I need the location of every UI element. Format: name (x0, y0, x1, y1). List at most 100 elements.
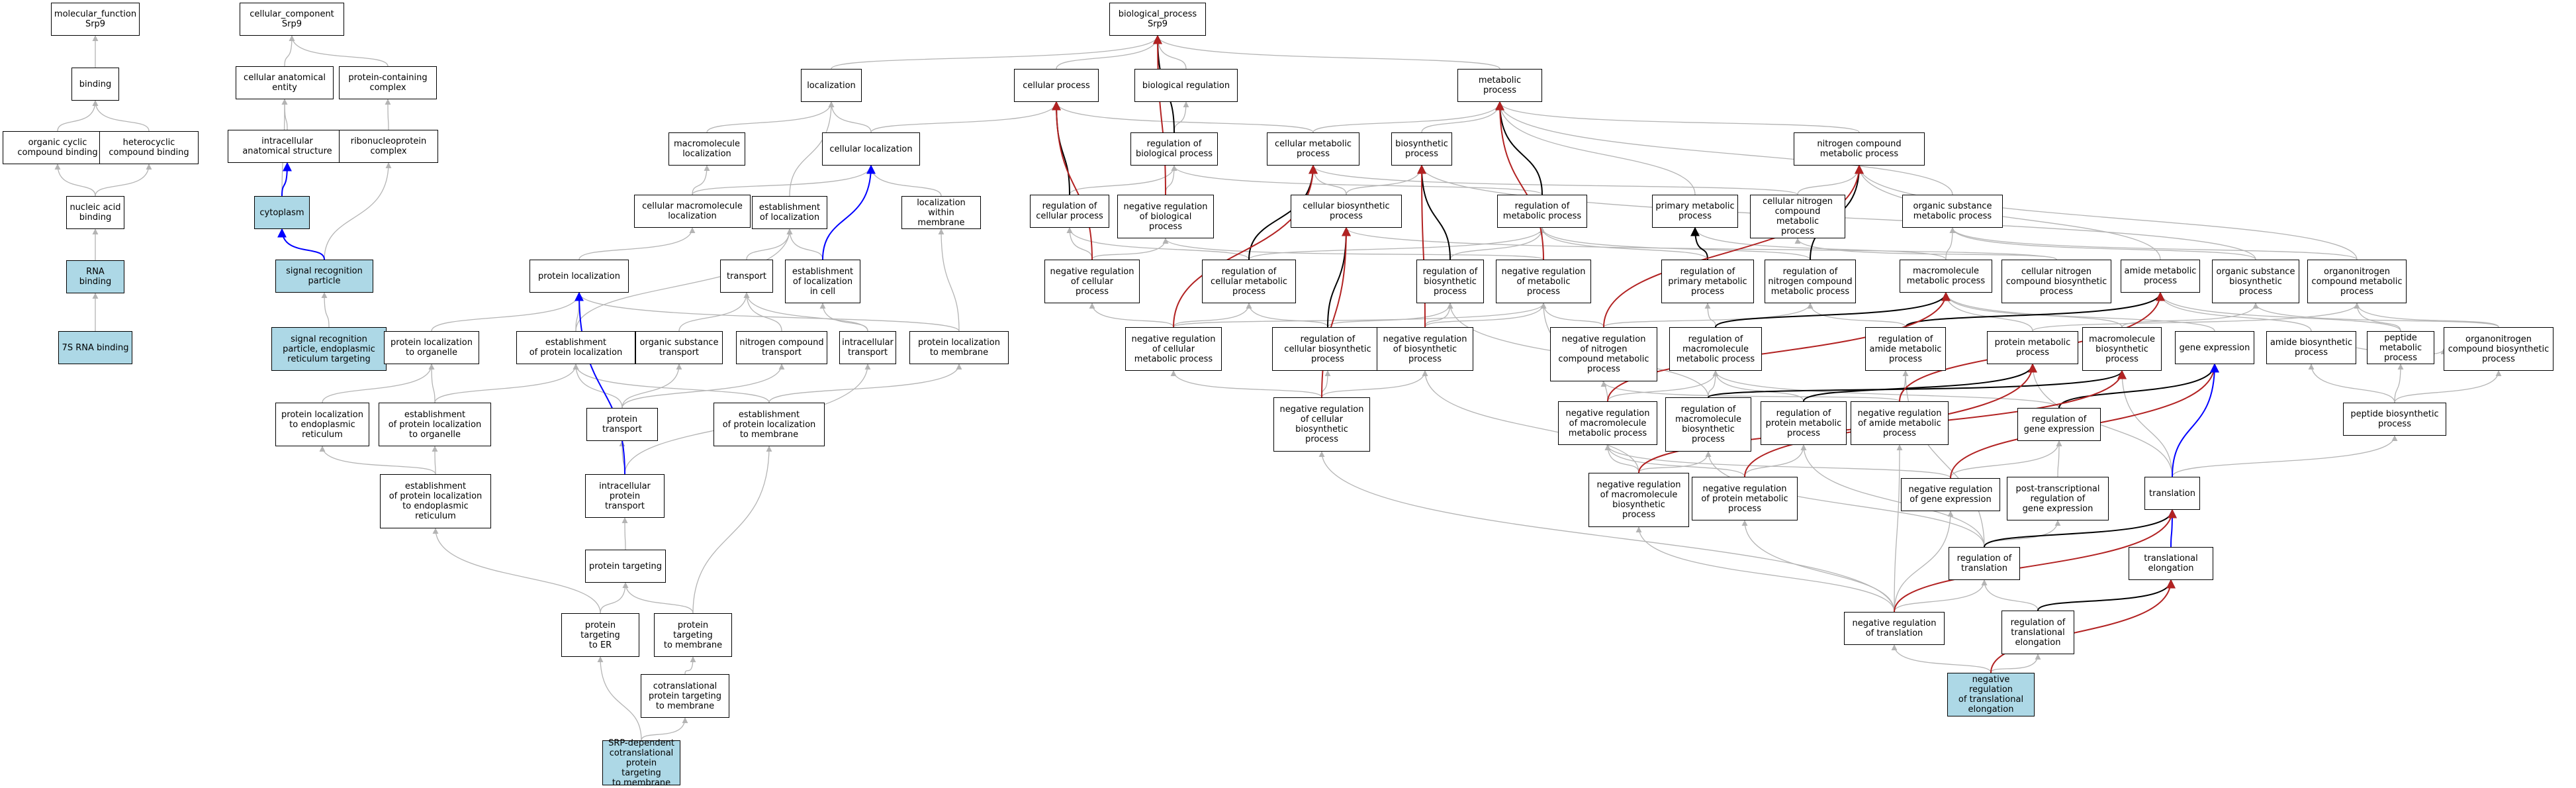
edge-is-a (1600, 381, 1900, 402)
edge-is-a (385, 99, 391, 130)
edge-is-a (1066, 227, 1250, 260)
edge-is-a (432, 446, 438, 475)
go-term-node: establishment of protein localization to… (380, 474, 491, 528)
go-term-node: establishment of protein localization to… (713, 403, 825, 446)
edge-regulates (2037, 579, 2176, 611)
edge-is-a (1705, 451, 1985, 548)
edge-is-a (321, 292, 330, 328)
edge-is-a (573, 364, 623, 409)
go-term-node: establishment of protein localization (516, 331, 635, 364)
edge-is-a (1248, 227, 1545, 260)
go-term-node: 7S RNA binding (58, 331, 132, 364)
edge-is-a (1807, 303, 1906, 328)
edge-is-a (1421, 101, 1503, 133)
edge-is-a (1162, 238, 1544, 260)
edge-regulates (1715, 291, 1951, 328)
go-term-node: intracellular protein transport (585, 474, 665, 518)
edge-is-a (324, 162, 392, 260)
edge-is-a (428, 364, 436, 403)
edge-is-a (95, 164, 152, 197)
edge-is-a (768, 364, 962, 403)
go-term-node: negative regulation of gene expression (1901, 478, 2000, 511)
go-term-node: cellular macromolecule localization (634, 195, 751, 228)
go-term-node: protein targeting (585, 550, 666, 583)
edge-is-a (1173, 303, 1252, 328)
go-term-node: establishment of localization in cell (785, 260, 860, 303)
edge-is-a (289, 35, 389, 67)
go-term-node: organic substance biosynthetic process (2212, 260, 2299, 303)
go-term-node: cellular biosynthetic process (1291, 195, 1402, 228)
go-term-node: organonitrogen compound metabolic proces… (2307, 260, 2407, 303)
edge-negatively-regulates (1607, 291, 1951, 402)
edge-is-a (2119, 370, 2173, 477)
go-term-node: negative regulation of protein metabolic… (1692, 477, 1798, 520)
go-term-node: localization (801, 69, 862, 102)
edge-part-of (2172, 363, 2219, 477)
edge-is-a (1312, 101, 1503, 133)
edge-is-a (1496, 101, 1860, 133)
edge-is-a (573, 364, 770, 403)
edge-is-a (1949, 227, 2256, 260)
edge-is-a (319, 446, 436, 475)
edge-regulates (1495, 101, 1543, 195)
edge-is-a (1603, 303, 1814, 328)
go-term-node: protein localization (529, 260, 629, 293)
edge-is-a (1056, 35, 1161, 70)
edge-is-a (746, 228, 793, 260)
edge-regulates (1984, 509, 2177, 548)
edge-is-a (1712, 370, 2060, 409)
edge-is-a (1171, 165, 1543, 195)
edge-negatively-regulates (1495, 101, 1544, 260)
go-term-node: regulation of biosynthetic process (1416, 260, 1484, 303)
edge-is-a (576, 292, 960, 332)
go-term-node: cotranslational protein targeting to mem… (641, 674, 729, 718)
go-term-node: peptide metabolic process (2367, 331, 2434, 364)
go-term-node: localization within membrane (901, 196, 981, 229)
edge-regulates (1690, 226, 1708, 260)
go-term-node: nucleic acid binding (66, 196, 124, 229)
go-term-node: metabolic process (1457, 69, 1542, 102)
go-term-node: translation (2144, 477, 2200, 510)
edge-is-a (678, 292, 750, 332)
go-term-node: regulation of cellular metabolic process (1202, 260, 1296, 303)
edge-is-a (1053, 101, 1314, 133)
go-term-node: biosynthetic process (1391, 132, 1452, 166)
edge-is-a (1604, 444, 1639, 473)
edge-is-a (621, 364, 785, 409)
edge-is-a (621, 364, 682, 409)
edge-part-of (281, 162, 292, 197)
go-term-node: cellular anatomical entity (236, 66, 334, 99)
go-term-node: regulation of primary metabolic process (1661, 260, 1754, 303)
edge-is-a (2252, 303, 2499, 328)
go-term-node: regulation of macromolecule biosynthetic… (1665, 397, 1751, 452)
edge-is-a (284, 35, 295, 67)
go-term-node: SRP-dependent cotranslational protein ta… (602, 738, 680, 788)
go-term-node: organonitrogen compound biosynthetic pro… (2444, 327, 2553, 371)
edge-is-a (2157, 292, 2312, 332)
edge-is-a (1949, 227, 2358, 260)
edge-regulates (1708, 369, 2127, 398)
edge-is-a (1945, 227, 1956, 260)
go-term-node: biological_process Srp9 (1109, 3, 1206, 36)
edge-is-a (2394, 370, 2502, 403)
edge-is-a (1797, 165, 1863, 195)
edge-is-a (743, 292, 782, 332)
go-term-node: binding (71, 68, 119, 101)
edge-is-a (786, 228, 823, 260)
go-term-node: negative regulation of macromolecule bio… (1588, 473, 1689, 527)
edge-is-a (1424, 303, 1547, 328)
edge-is-a (831, 35, 1161, 70)
go-term-node: negative regulation of metabolic process (1496, 260, 1591, 303)
edge-is-a (1635, 526, 1895, 613)
go-term-node: regulation of cellular biosynthetic proc… (1272, 327, 1383, 371)
go-term-node: protein transport (586, 408, 658, 441)
go-term-node: negative regulation of macromolecule met… (1558, 401, 1657, 445)
go-term-node: regulation of macromolecule metabolic pr… (1669, 327, 1762, 371)
go-term-node: macromolecule localization (668, 132, 745, 166)
edge-is-a (54, 164, 96, 197)
go-term-node: molecular_function Srp9 (51, 3, 140, 36)
go-term-node: nitrogen compound metabolic process (1794, 132, 1925, 166)
edge-is-a (692, 165, 874, 195)
edge-is-a (1638, 451, 1712, 473)
